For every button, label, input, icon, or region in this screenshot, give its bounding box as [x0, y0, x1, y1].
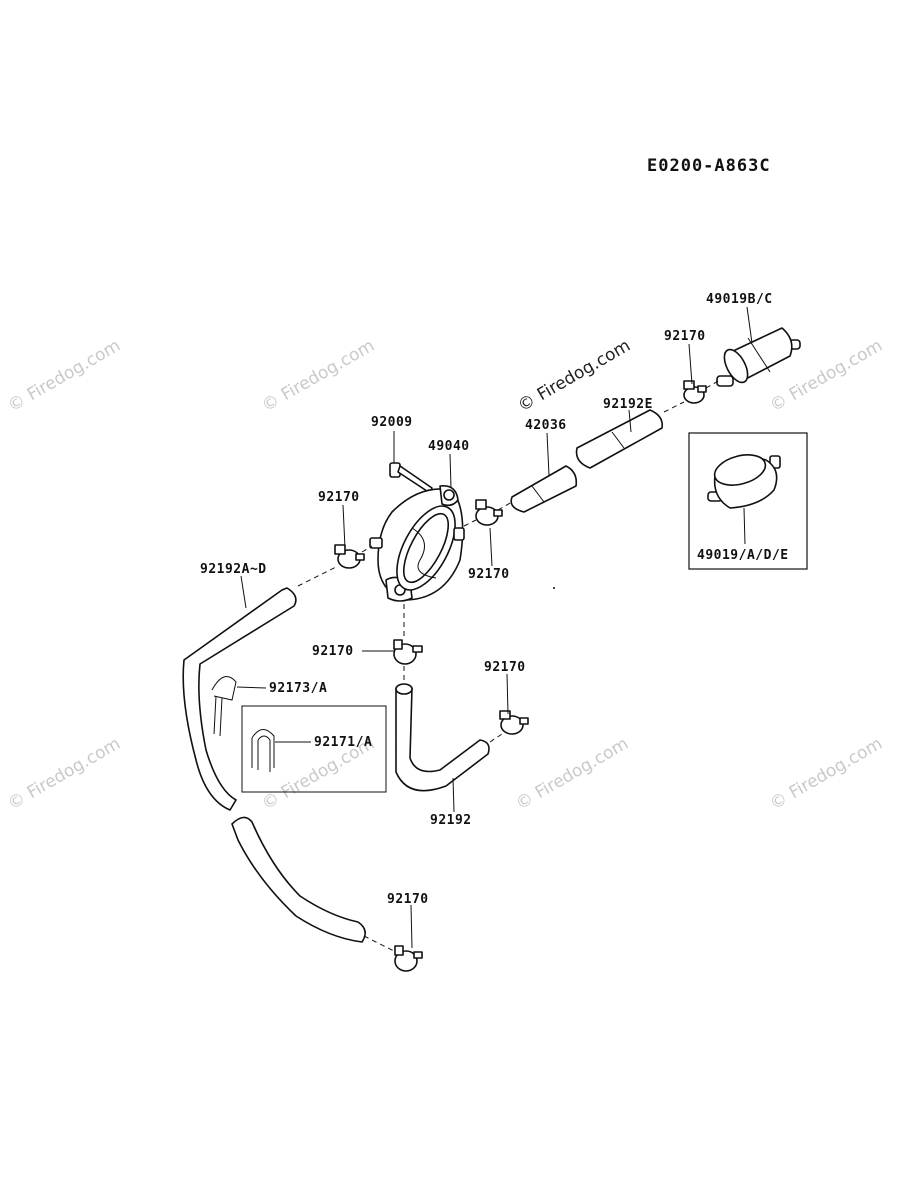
- hose-clamp-92170: [394, 945, 423, 972]
- hose-92192: [395, 683, 490, 792]
- watermark: © Firedog.com: [5, 336, 124, 417]
- inset-box-49019ade: [688, 432, 808, 570]
- fuel-filter-49019bc: [716, 327, 801, 387]
- label-92009: 92009: [371, 415, 413, 430]
- hose-clamp-92170: [683, 380, 707, 404]
- clip-92173a: [211, 676, 237, 737]
- watermark: © Firedog.com: [5, 734, 124, 815]
- hose-clamp-92170: [475, 499, 503, 526]
- label-92170: 92170: [387, 892, 429, 907]
- part-42036: [510, 465, 578, 513]
- label-92170: 92170: [312, 644, 354, 659]
- watermark: © Firedog.com: [513, 734, 632, 815]
- label-42036: 42036: [525, 418, 567, 433]
- hose-clamp-92170: [393, 639, 423, 665]
- clip-92171a: [251, 729, 275, 772]
- label-92171a: 92171/A: [314, 735, 372, 750]
- label-92192e: 92192E: [603, 397, 653, 412]
- label-92173a: 92173/A: [269, 681, 327, 696]
- label-49019bc: 49019B/C: [706, 292, 773, 307]
- watermark: © Firedog.com: [259, 336, 378, 417]
- hose-clamp-92170: [334, 544, 365, 569]
- label-92192a-d: 92192A~D: [200, 562, 267, 577]
- inset-box-92171a: [241, 705, 387, 793]
- label-49040: 49040: [428, 439, 470, 454]
- fuel-filter-49019ade: [707, 454, 781, 509]
- watermark: © Firedog.com: [767, 734, 886, 815]
- diagram-code: E0200-A863C: [647, 156, 771, 176]
- label-49019ade: 49019/A/D/E: [697, 548, 789, 563]
- label-92192: 92192: [430, 813, 472, 828]
- label-92170: 92170: [318, 490, 360, 505]
- hose-clamp-92170: [499, 710, 529, 735]
- dot-mark: [553, 587, 555, 589]
- label-92170: 92170: [484, 660, 526, 675]
- hose-92192a-d: [182, 587, 366, 943]
- fuel-pump-49040: [369, 484, 465, 602]
- hose-92192e: [575, 409, 664, 469]
- label-92170: 92170: [468, 567, 510, 582]
- label-92170: 92170: [664, 329, 706, 344]
- bolt-92009: [389, 462, 433, 494]
